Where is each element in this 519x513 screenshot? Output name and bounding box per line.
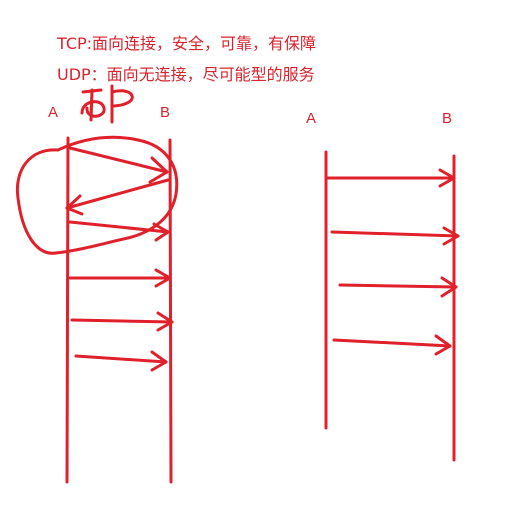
left-arrow-2-shaft xyxy=(65,178,170,210)
right-arrow-3-head xyxy=(440,276,458,298)
udp-description: UDP：面向无连接，尽可能型的服务 xyxy=(57,65,315,84)
left-arrow-6-head xyxy=(150,350,168,372)
right-arrow-4-shaft xyxy=(332,338,452,348)
handwritten-tcp-scribble xyxy=(80,84,134,124)
left-arrow-6-shaft xyxy=(74,354,168,364)
left-arrow-1-shaft xyxy=(68,146,169,174)
left-lifeline-b xyxy=(168,138,173,484)
right-arrow-4-head xyxy=(434,334,452,356)
left-arrow-3-head xyxy=(152,222,170,242)
tcp-description: TCP:面向连接，安全，可靠，有保障 xyxy=(57,34,317,53)
left-arrow-5-shaft xyxy=(70,318,174,324)
left-arrow-5-head xyxy=(156,311,174,332)
right-arrow-2-shaft xyxy=(330,230,460,238)
left-arrow-3-shaft xyxy=(68,220,170,234)
right-arrow-2-head xyxy=(442,226,460,246)
tcp-letter-p-bowl xyxy=(110,89,134,108)
right-node-a-label: A xyxy=(306,110,317,127)
left-arrow-2-head xyxy=(65,194,84,216)
left-arrow-4-head xyxy=(154,268,172,288)
left-node-b-label: B xyxy=(160,104,171,121)
left-lifeline-a xyxy=(65,136,70,484)
right-node-b-label: B xyxy=(442,110,453,127)
left-arrow-1-head xyxy=(148,156,169,184)
right-arrow-3-shaft xyxy=(338,283,458,289)
left-node-a-label: A xyxy=(48,104,59,121)
right-arrow-1-head xyxy=(438,168,456,188)
tcp-letter-c xyxy=(80,100,106,118)
handshake-circle-scribble xyxy=(15,135,179,255)
